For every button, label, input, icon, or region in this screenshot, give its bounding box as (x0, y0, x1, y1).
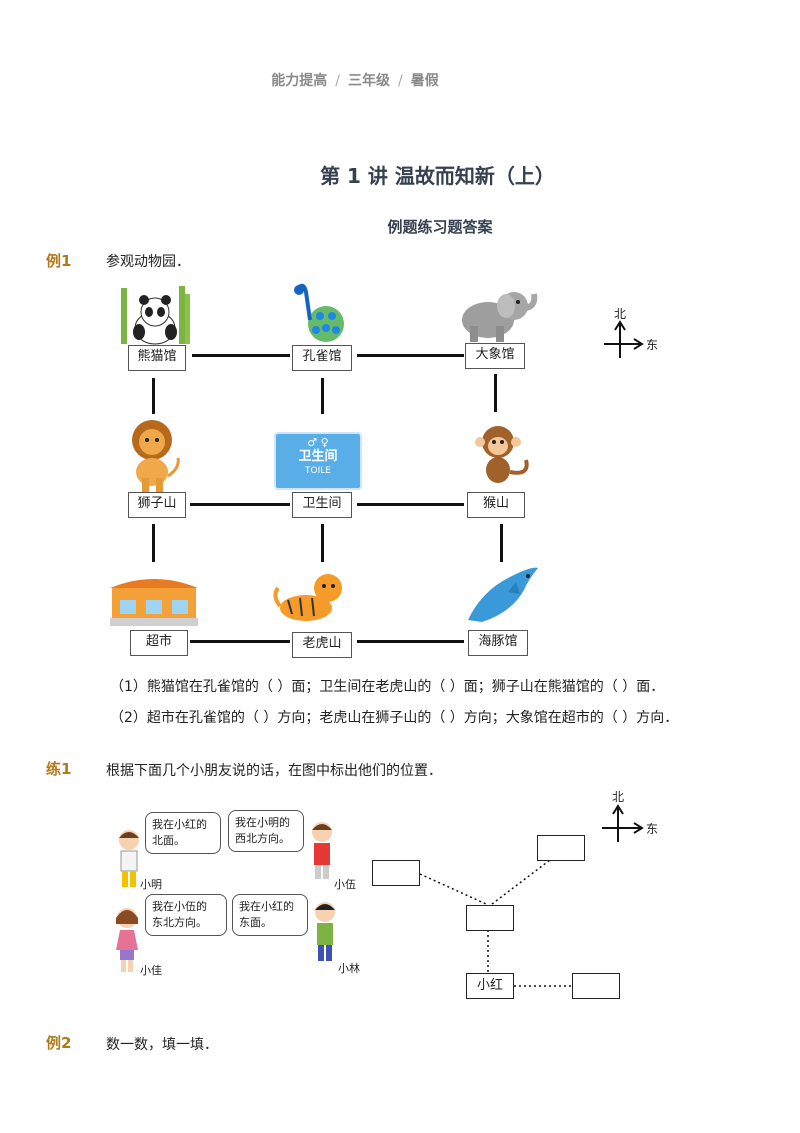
bubble-jia-line1: 我在小伍的 (152, 900, 207, 913)
page-header: 能力提高 / 三年级 / 暑假 (0, 70, 710, 90)
compass-north-label: 北 (614, 307, 627, 321)
question-2: （2）超市在孔雀馆的（ ）方向；老虎山在狮子山的（ ）方向；大象馆在超市的（ ）… (110, 710, 679, 726)
box-monkey: 猴山 (467, 492, 525, 518)
panda-illustration (121, 286, 190, 345)
bubble-jia-line2: 东北方向。 (152, 916, 207, 929)
path-line (190, 503, 290, 506)
box-lion: 狮子山 (128, 492, 186, 518)
box-panda: 熊猫馆 (128, 345, 186, 371)
section-title: 例题练习题答案 (387, 218, 493, 236)
bubble-wu-line2: 西北方向。 (235, 832, 290, 845)
box-dolphin: 海豚馆 (468, 630, 528, 656)
elephant-illustration (462, 292, 538, 342)
bubble-lin-line1: 我在小红的 (239, 900, 294, 913)
answer-box-center[interactable] (466, 905, 514, 931)
header-sep-1: / (335, 73, 340, 89)
path-line (152, 524, 155, 562)
header-part-2: 三年级 (348, 73, 390, 89)
box-peacock: 孔雀馆 (292, 345, 352, 371)
path-line (357, 354, 464, 357)
kid-wu-illustration (312, 822, 332, 879)
peacock-illustration (294, 283, 344, 342)
answer-box-east[interactable] (572, 973, 620, 999)
kid-name-ming: 小明 (140, 878, 162, 891)
path-line (357, 640, 464, 643)
kid-lin-illustration (315, 902, 335, 961)
bubble-ming: 我在小红的 北面。 (145, 812, 221, 854)
dolphin-illustration (468, 567, 538, 622)
box-toilet: 卫生间 (292, 492, 352, 518)
restroom-icon: ♂ ♀ (307, 436, 329, 449)
bubble-ming-line2: 北面。 (152, 834, 185, 847)
example1-label: 例1 (46, 252, 72, 270)
box-tiger: 老虎山 (292, 632, 352, 658)
kid-jia-illustration (116, 908, 138, 972)
path-line (321, 524, 324, 562)
position-diagram-lines (419, 859, 572, 987)
path-line (152, 378, 155, 414)
compass-east-label: 东 (646, 338, 659, 352)
answer-box-northeast[interactable] (537, 835, 585, 861)
supermarket-illustration (110, 579, 198, 626)
bubble-jia: 我在小伍的 东北方向。 (145, 894, 227, 936)
monkey-illustration (475, 426, 529, 483)
bubble-wu-line1: 我在小明的 (235, 816, 290, 829)
box-market: 超市 (130, 630, 188, 656)
lesson-title: 第 1 讲 温故而知新（上） (320, 164, 555, 188)
example1-text: 参观动物园． (106, 254, 190, 270)
path-line (500, 524, 503, 562)
bubble-lin-line2: 东面。 (239, 916, 272, 929)
header-part-3: 暑假 (410, 73, 439, 89)
tiger-illustration (273, 574, 342, 621)
compass-arrows-icon (602, 804, 644, 842)
path-line (494, 374, 497, 412)
path-line (357, 503, 464, 506)
kid-name-wu: 小伍 (334, 878, 356, 891)
lion-illustration (132, 420, 180, 492)
kid-name-lin: 小林 (338, 962, 360, 975)
path-line (192, 354, 290, 357)
compass2-north-label: 北 (612, 790, 625, 804)
kid-name-jia: 小佳 (140, 964, 162, 977)
box-xiaohong: 小红 (466, 973, 514, 999)
header-part-1: 能力提高 (271, 73, 328, 89)
header-sep-2: / (398, 73, 403, 89)
toilet-sign-cn: 卫生间 (298, 449, 338, 464)
bubble-ming-line1: 我在小红的 (152, 818, 207, 831)
kid-ming-illustration (119, 830, 139, 887)
box-elephant: 大象馆 (465, 343, 525, 369)
practice1-text: 根据下面几个小朋友说的话，在图中标出他们的位置． (106, 763, 442, 779)
answer-box-northwest[interactable] (372, 860, 420, 886)
example2-label: 例2 (46, 1034, 72, 1052)
bubble-lin: 我在小红的 东面。 (232, 894, 308, 936)
toilet-sign: ♂ ♀ 卫生间 TOILE (274, 432, 362, 490)
path-line (321, 378, 324, 414)
compass2-east-label: 东 (646, 822, 659, 836)
practice1-label: 练1 (46, 760, 72, 778)
bubble-wu: 我在小明的 西北方向。 (228, 810, 304, 852)
compass-arrows-icon (604, 320, 644, 358)
toilet-sign-en: TOILE (305, 466, 331, 476)
example2-text: 数一数，填一填． (106, 1037, 218, 1053)
path-line (190, 640, 290, 643)
question-1: （1）熊猫馆在孔雀馆的（ ）面；卫生间在老虎山的（ ）面；狮子山在熊猫馆的（ ）… (110, 679, 665, 695)
